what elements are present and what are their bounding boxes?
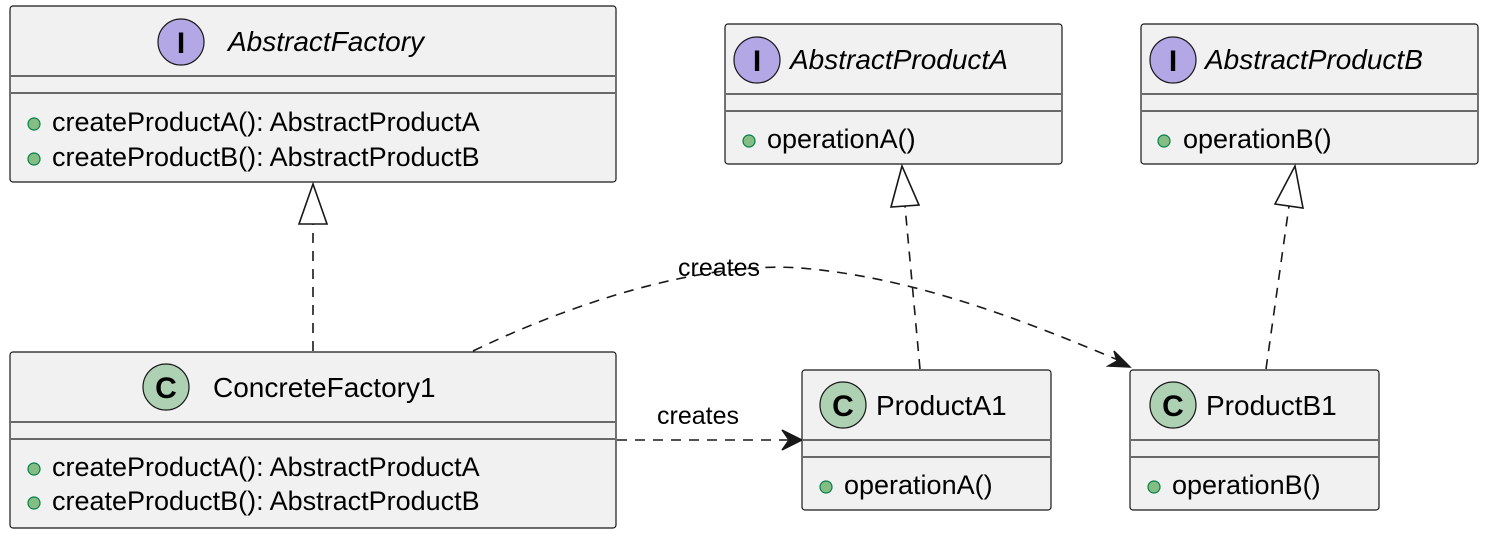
edge-label-creates-producta1: creates: [657, 402, 739, 430]
public-visibility-icon: [742, 134, 756, 148]
realization-arrowhead-abstractfactory: [297, 181, 329, 225]
realization-arrowhead-abstractproductb: [1273, 163, 1304, 209]
dependency-arrowhead-producta1: [781, 429, 804, 451]
method: createProductB(): AbstractProductB: [52, 142, 480, 172]
interface-stereotype-icon: [733, 36, 781, 84]
public-visibility-icon: [27, 152, 41, 166]
method: createProductB(): AbstractProductB: [52, 486, 480, 516]
method: operationB(): [1183, 124, 1332, 154]
dependency-edge-creates-productb1: [472, 266, 1119, 361]
public-visibility-icon: [1147, 480, 1161, 494]
class-stereotype-icon: [819, 381, 867, 429]
interface-badge-letter: I: [753, 45, 761, 78]
public-visibility-icon: [1157, 134, 1171, 148]
interface-stereotype-icon: [157, 18, 205, 66]
interface-badge-letter: I: [177, 27, 185, 60]
class-badge-letter: C: [1162, 390, 1184, 423]
public-visibility-icon: [27, 462, 41, 476]
interface-stereotype-icon: [1149, 36, 1197, 84]
edge-label-creates-productb1: creates: [678, 254, 760, 282]
class-badge-letter: C: [832, 390, 854, 423]
class-stereotype-icon: [142, 363, 190, 411]
class-name: AbstractFactory: [226, 26, 426, 57]
public-visibility-icon: [27, 117, 41, 131]
method: operationB(): [1172, 470, 1321, 500]
realization-edge-productb1-abstractproductb: [1265, 205, 1290, 370]
class-name: ConcreteFactory1: [213, 372, 436, 403]
class-box-abstractproductb[interactable]: I AbstractProductB operationB(): [1140, 23, 1479, 165]
class-name: AbstractProductB: [1203, 44, 1423, 75]
edges: [312, 205, 1290, 441]
class-box-concretefactory1[interactable]: C ConcreteFactory1 createProductA(): Abs…: [9, 351, 617, 529]
arrowheads: [297, 163, 1304, 451]
class-name: AbstractProductA: [788, 44, 1008, 75]
dependency-arrowhead-productb1: [1105, 350, 1132, 368]
public-visibility-icon: [27, 496, 41, 510]
interface-badge-letter: I: [1169, 45, 1177, 78]
class-box-abstractproducta[interactable]: I AbstractProductA operationA(): [724, 23, 1063, 165]
class-box-abstractfactory[interactable]: I AbstractFactory createProductA(): Abst…: [9, 5, 617, 183]
method: operationA(): [844, 470, 993, 500]
realization-arrowhead-abstractproducta: [889, 163, 921, 208]
method: operationA(): [767, 124, 916, 154]
class-box-producta1[interactable]: C ProductA1 operationA(): [801, 369, 1052, 511]
method: createProductA(): AbstractProductA: [52, 107, 480, 137]
method: createProductA(): AbstractProductA: [52, 452, 480, 482]
public-visibility-icon: [819, 480, 833, 494]
class-badge-letter: C: [155, 372, 177, 405]
class-stereotype-icon: [1149, 381, 1197, 429]
class-name: ProductB1: [1206, 390, 1337, 421]
class-name: ProductA1: [876, 390, 1007, 421]
class-box-productb1[interactable]: C ProductB1 operationB(): [1129, 369, 1380, 511]
